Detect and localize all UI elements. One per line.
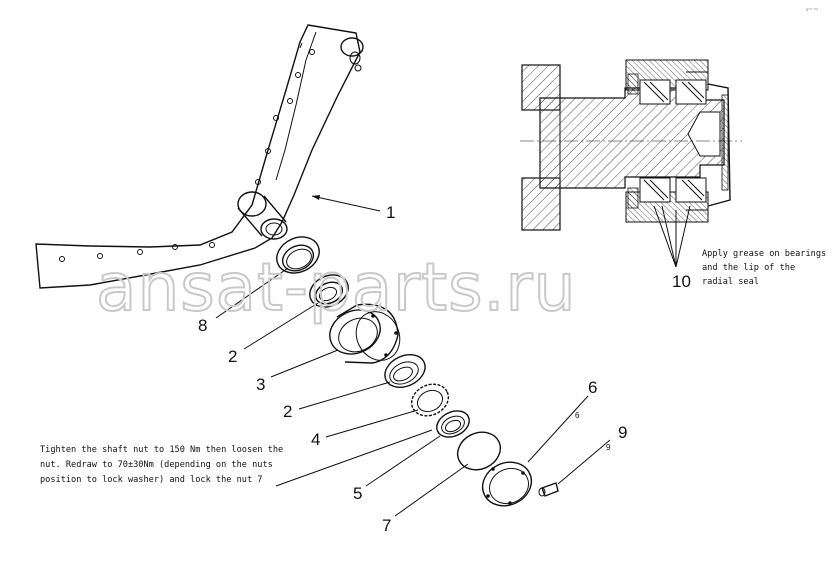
callout-2-upper: 2 [228,347,237,366]
torque-note-line-1: Tighten the shaft nut to 150 Nm then loo… [40,445,283,455]
part-8-seal [276,236,320,274]
callout-2-lower: 2 [283,402,292,421]
part-4-lock-washer [410,383,450,417]
mounting-holes [59,49,315,262]
grease-note-line-2: and the lip of the [702,263,795,273]
part-5-nut [436,410,470,438]
callout-9-small: 9 [606,443,611,452]
torque-note: Tighten the shaft nut to 150 Nm then loo… [40,445,283,485]
callout-4: 4 [311,430,320,449]
watermark-text: ansat-parts.ru [96,249,576,326]
callout-6-small: 6 [575,411,580,420]
callout-9: 9 [618,423,627,442]
shaft-stub [237,191,288,240]
arm-bracket [35,24,364,289]
torque-note-line-3: position to lock washer) and lock the nu… [40,475,262,485]
callout-7: 7 [382,516,391,535]
callout-5: 5 [353,484,362,503]
part-2-bearing-inner [309,274,349,308]
callout-6: 6 [588,378,597,397]
torque-note-line-2: nut. Redraw to 70±30Nm (depending on the… [40,460,273,470]
callout-3: 3 [256,375,265,394]
part-7-cap [456,431,502,471]
grease-note-line-1: Apply grease on bearings [702,249,826,259]
grease-note-line-3: radial seal [702,277,759,287]
section-view [520,59,742,231]
part-2-bearing-outer [384,354,426,388]
grease-note: Apply grease on bearings and the lip of … [702,249,826,287]
corner-mark: sᵒᵐ ᵃᵃᵃ [806,7,819,12]
callout-1: 1 [386,203,395,222]
part-3-hub [329,303,401,364]
callout-10: 10 [672,272,691,291]
callout-8: 8 [198,316,207,335]
leader-lines [215,195,691,517]
part-6-cover [481,461,533,507]
part-9-bolt [538,482,559,497]
